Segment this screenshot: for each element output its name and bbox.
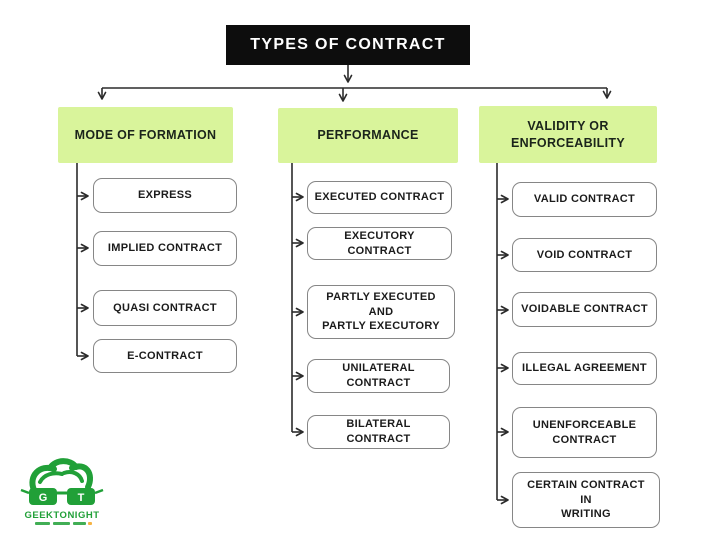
item-unenforceable-contract: UNENFORCEABLE CONTRACT: [512, 407, 657, 458]
logo-lens-letter-g: G: [39, 492, 48, 504]
branch-header-validity-enforceability: VALIDITY OR ENFORCEABILITY: [479, 106, 657, 163]
logo-hair-icon: [29, 458, 93, 493]
item-voidable-contract: VOIDABLE CONTRACT: [512, 292, 657, 327]
item-label: IMPLIED CONTRACT: [107, 242, 223, 255]
diagram-title: TYPES OF CONTRACT: [226, 25, 470, 65]
item-label: BILATERAL CONTRACT: [346, 418, 411, 445]
item-label: VOIDABLE CONTRACT: [521, 303, 648, 316]
item-label: EXECUTED CONTRACT: [314, 191, 445, 204]
item-label: QUASI CONTRACT: [113, 301, 217, 314]
item-bilateral-contract: BILATERAL CONTRACT: [307, 415, 450, 449]
item-label: UNENFORCEABLE CONTRACT: [532, 418, 637, 446]
branch-header-mode-of-formation: MODE OF FORMATION: [58, 107, 233, 163]
branch-header-label: PERFORMANCE: [317, 128, 419, 143]
item-express: EXPRESS: [93, 178, 237, 213]
item-label: EXECUTORY CONTRACT: [344, 229, 415, 257]
logo-brand-text: GEEKTONIGHT: [25, 510, 100, 521]
item-e-contract: E-CONTRACT: [93, 339, 237, 373]
item-illegal-agreement: ILLEGAL AGREEMENT: [512, 352, 657, 385]
item-quasi-contract: QUASI CONTRACT: [93, 290, 237, 326]
geektonight-logo: G T GEEKTONIGHT: [20, 458, 104, 525]
item-partly-executed-executory: PARTLY EXECUTED AND PARTLY EXECUTORY: [307, 285, 455, 339]
item-executed-contract: EXECUTED CONTRACT: [307, 181, 452, 214]
item-label: VALID CONTRACT: [533, 193, 636, 206]
item-label: ILLEGAL AGREEMENT: [522, 362, 647, 375]
item-label: CERTAIN CONTRACT IN WRITING: [527, 478, 645, 521]
item-implied-contract: IMPLIED CONTRACT: [93, 231, 237, 266]
item-label: UNILATERAL CONTRACT: [342, 362, 415, 389]
logo-glasses-icon: G T: [20, 488, 104, 505]
branch-header-label: VALIDITY OR ENFORCEABILITY: [511, 119, 625, 150]
branch-header-performance: PERFORMANCE: [278, 108, 458, 163]
diagram-title-label: TYPES OF CONTRACT: [250, 36, 446, 53]
logo-tagline-blur: [35, 522, 92, 525]
item-void-contract: VOID CONTRACT: [512, 238, 657, 272]
item-executory-contract: EXECUTORY CONTRACT: [307, 227, 452, 260]
branch-header-label: MODE OF FORMATION: [74, 127, 217, 142]
item-label: VOID CONTRACT: [536, 248, 633, 261]
item-unilateral-contract: UNILATERAL CONTRACT: [307, 359, 450, 393]
item-certain-contract-in-writing: CERTAIN CONTRACT IN WRITING: [512, 472, 660, 528]
item-label: EXPRESS: [137, 189, 193, 202]
logo-lens-letter-t: T: [78, 492, 85, 504]
item-label: E-CONTRACT: [127, 349, 203, 362]
item-valid-contract: VALID CONTRACT: [512, 182, 657, 217]
item-label: PARTLY EXECUTED AND PARTLY EXECUTORY: [322, 290, 440, 333]
